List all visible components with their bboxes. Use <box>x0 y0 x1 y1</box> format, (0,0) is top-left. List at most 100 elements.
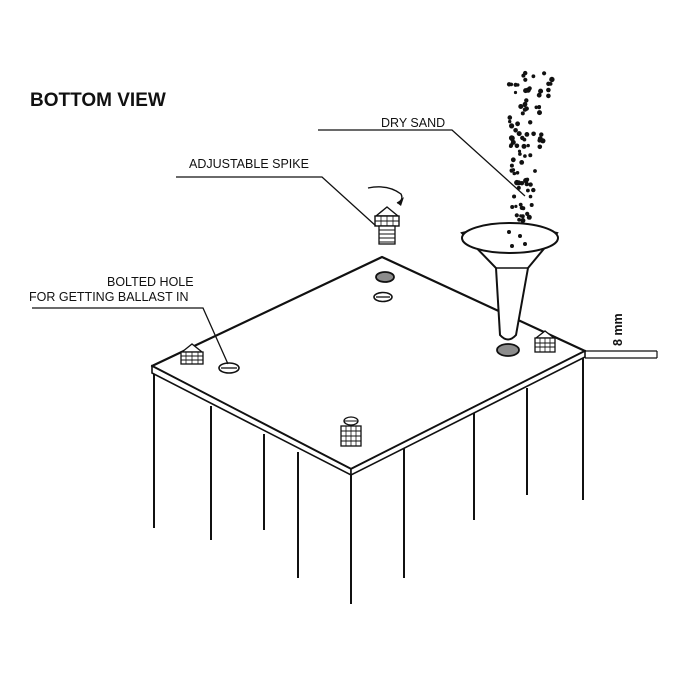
sand-grain <box>518 202 523 207</box>
sand-grain <box>539 132 544 137</box>
funnel <box>460 222 559 341</box>
sand-grain <box>546 87 551 93</box>
sand-grain <box>531 131 536 137</box>
sand-grain <box>509 143 514 148</box>
sand-grain <box>518 152 522 156</box>
sand-grain <box>517 149 522 153</box>
funnel-rim <box>461 222 559 254</box>
sand-grain <box>509 123 515 129</box>
sand-grain <box>508 119 512 124</box>
sand-grain <box>523 242 527 246</box>
sand-grain <box>528 194 533 199</box>
sand-grain <box>525 211 530 216</box>
platform-holes <box>218 271 520 374</box>
sand-grain <box>514 213 519 218</box>
sand-grain <box>515 171 520 175</box>
label-thickness: 8 mm <box>611 313 625 346</box>
leader-adjustable-spike <box>176 176 377 227</box>
callout-leaders <box>32 129 526 365</box>
sand-grain <box>519 181 525 186</box>
sand-particles <box>506 70 555 248</box>
sand-grain <box>526 188 530 193</box>
sand-grain <box>512 171 517 176</box>
sand-grain <box>521 143 527 149</box>
sand-grain <box>537 105 542 109</box>
sand-grain <box>516 83 520 87</box>
sand-grain <box>523 77 528 82</box>
sand-grain <box>515 121 520 127</box>
sand-grain <box>510 157 516 163</box>
leader-bolted-hole <box>32 307 229 365</box>
sand-grain <box>510 205 515 209</box>
sand-grain <box>520 214 525 219</box>
sand-grain <box>514 204 518 208</box>
sand-grain <box>513 128 518 133</box>
sand-grain <box>517 217 521 222</box>
sand-grain <box>526 143 530 148</box>
hole-filled-back <box>375 271 395 283</box>
sand-grain <box>531 187 536 193</box>
sand-grain <box>536 92 542 98</box>
label-bolted-hole: BOLTED HOLE <box>107 275 194 289</box>
sand-grain <box>548 82 553 86</box>
thickness-dimension <box>585 350 658 359</box>
sand-grain <box>523 154 527 158</box>
sand-grain <box>521 218 526 223</box>
sand-grain <box>528 182 533 187</box>
sand-grain <box>518 104 524 109</box>
sand-grain <box>521 206 526 211</box>
sand-grain <box>528 153 533 158</box>
label-dry-sand: DRY SAND <box>381 116 445 130</box>
sand-grain <box>542 71 547 76</box>
sand-grain <box>546 93 551 99</box>
sand-grain <box>523 177 529 184</box>
hole-filled-right <box>496 343 520 357</box>
sand-grain <box>509 163 514 168</box>
sand-grain <box>537 136 543 142</box>
sand-grain <box>538 88 544 94</box>
sand-grain <box>528 120 533 125</box>
sand-grain <box>534 105 539 110</box>
sand-grain <box>537 110 542 116</box>
sand-grain <box>522 107 528 112</box>
sand-grain <box>520 111 525 116</box>
sand-grain <box>514 143 520 149</box>
spike-left <box>180 343 204 365</box>
platform-edge-front-right <box>350 349 586 477</box>
sand-grain <box>523 103 527 108</box>
label-ballast: FOR GETTING BALLAST IN <box>29 290 189 304</box>
leader-dry-sand <box>318 129 526 197</box>
sand-grain <box>509 82 514 87</box>
diagram-title: BOTTOM VIEW <box>30 90 166 111</box>
platform-legs <box>153 356 584 604</box>
sand-grain <box>529 203 534 207</box>
sand-grain <box>533 169 537 173</box>
rotation-arrow-icon <box>367 186 403 204</box>
sand-grain <box>511 168 516 172</box>
sand-grain <box>508 135 515 141</box>
sand-grain <box>519 160 525 165</box>
spike-front <box>340 416 362 447</box>
sand-grain <box>524 98 529 103</box>
label-adjustable-spike: ADJUSTABLE SPIKE <box>189 157 309 171</box>
sand-grain <box>549 76 555 83</box>
sand-grain <box>523 70 528 76</box>
spike-right <box>534 330 556 353</box>
sand-grain <box>513 90 518 95</box>
adjustable-spike-detail <box>367 186 404 245</box>
sand-grain <box>520 135 525 141</box>
sand-grain <box>516 131 522 137</box>
sand-grain <box>510 244 514 248</box>
sand-grain <box>524 132 530 137</box>
sand-grain <box>512 194 517 199</box>
sand-grain <box>523 88 529 94</box>
sand-grain <box>518 234 522 238</box>
sand-grain <box>507 230 511 234</box>
sand-grain <box>507 115 513 120</box>
platform <box>150 255 587 477</box>
sand-grain <box>537 144 543 150</box>
sand-grain <box>531 74 536 79</box>
sand-grain <box>526 214 532 220</box>
sand-grain <box>527 86 532 91</box>
